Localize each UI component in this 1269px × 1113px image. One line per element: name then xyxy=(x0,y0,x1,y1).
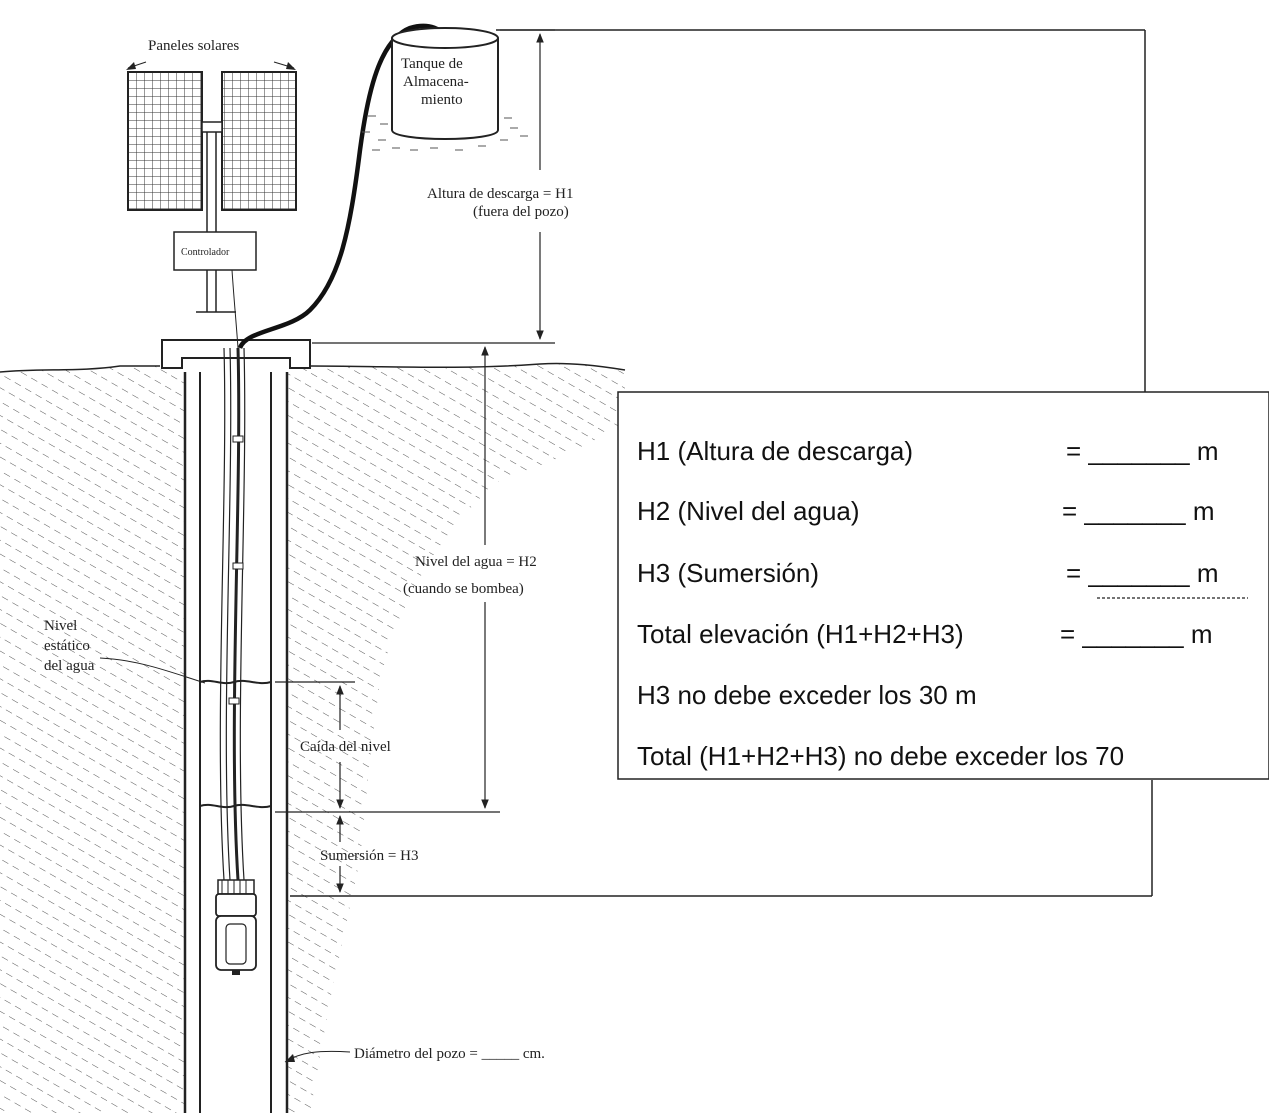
static-level-label-line1: Nivel xyxy=(44,618,77,634)
tank-label-line2: Almacena- xyxy=(403,74,469,90)
solar-panels-label: Paneles solares xyxy=(148,38,239,54)
well-casing xyxy=(183,372,289,1113)
drawdown-dimension xyxy=(275,681,355,809)
drop-pipe xyxy=(219,347,246,881)
well-cap xyxy=(161,339,311,369)
h3-dimension xyxy=(290,815,1152,897)
total-label: Total elevación (H1+H2+H3) xyxy=(637,619,964,649)
submersion-label: Sumersión = H3 xyxy=(320,848,418,864)
panel-mount xyxy=(196,121,239,349)
discharge-label-line1: Altura de descarga = H1 xyxy=(427,186,573,202)
h2-label: H2 (Nivel del agua) xyxy=(637,496,860,526)
h2-value: = _______ m xyxy=(1062,496,1215,526)
h2-dimension xyxy=(275,346,500,813)
total-value: = _______ m xyxy=(1060,619,1213,649)
elevation-table: H1 (Altura de descarga) = _______ m H2 (… xyxy=(617,391,1269,780)
static-level-label-line2: estático xyxy=(44,638,90,654)
h3-value: = _______ m xyxy=(1066,558,1219,588)
drawdown-label: Caída del nivel xyxy=(300,739,391,755)
discharge-label-line2: (fuera del pozo) xyxy=(473,204,569,220)
storage-tank xyxy=(362,27,528,151)
water-level-label-line1: Nivel del agua = H2 xyxy=(415,554,537,570)
discharge-pipe xyxy=(237,23,450,350)
static-level-label-line3: del agua xyxy=(44,658,95,674)
h1-value: = _______ m xyxy=(1066,436,1219,466)
tank-label-line3: miento xyxy=(421,92,463,108)
controller-box xyxy=(173,231,257,271)
h3-limit-note: H3 no debe exceder los 30 m xyxy=(637,680,977,710)
controller-label: Controlador xyxy=(181,247,230,258)
solar-panel-right xyxy=(221,71,297,211)
h1-label: H1 (Altura de descarga) xyxy=(637,436,913,466)
tank-label-line1: Tanque de xyxy=(401,56,463,72)
submersible-pump xyxy=(215,879,257,975)
ground-strata xyxy=(0,362,626,1113)
water-level-label-line2: (cuando se bombea) xyxy=(403,581,524,597)
h3-label: H3 (Sumersión) xyxy=(637,558,819,588)
leader-lines xyxy=(99,29,1153,1063)
solar-panel-left xyxy=(127,71,203,211)
total-limit-note: Total (H1+H2+H3) no debe exceder los 70 xyxy=(637,741,1124,771)
well-diameter-label: Diámetro del pozo = _____ cm. xyxy=(354,1046,545,1062)
